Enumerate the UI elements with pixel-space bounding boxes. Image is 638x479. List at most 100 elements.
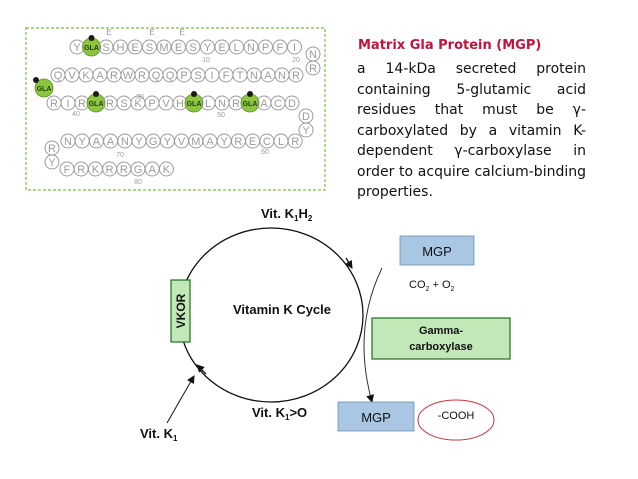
svg-text:GLA: GLA bbox=[84, 45, 99, 52]
svg-text:E: E bbox=[249, 136, 256, 148]
amino-acid-residue: R bbox=[102, 95, 118, 111]
svg-text:F: F bbox=[223, 70, 230, 82]
amino-acid-residue: S bbox=[185, 39, 201, 55]
amino-acid-residue: S bbox=[142, 39, 157, 55]
svg-text:A: A bbox=[149, 164, 157, 176]
turn-residue: Y bbox=[44, 154, 60, 170]
cycle-arrow-left bbox=[196, 364, 207, 375]
position-number: 20 bbox=[292, 57, 300, 64]
svg-text:K: K bbox=[163, 164, 171, 176]
gla-residue: GLA bbox=[82, 35, 101, 57]
svg-text:R: R bbox=[292, 70, 300, 82]
amino-acid-residue: A bbox=[144, 161, 160, 177]
svg-text:T: T bbox=[237, 70, 244, 82]
svg-text:L: L bbox=[278, 136, 284, 148]
svg-text:Y: Y bbox=[73, 42, 81, 54]
amino-acid-residue: T bbox=[232, 67, 248, 83]
amino-acid-residue: K bbox=[87, 161, 103, 177]
amino-acid-residue: R bbox=[73, 161, 89, 177]
svg-text:L: L bbox=[233, 42, 239, 54]
turn-residue: Y bbox=[298, 122, 314, 138]
svg-text:M: M bbox=[191, 136, 200, 148]
amino-acid-residue: I bbox=[60, 95, 76, 111]
cooh-label: -COOH bbox=[438, 410, 475, 422]
svg-text:R: R bbox=[50, 98, 58, 110]
amino-acid-residue: Q bbox=[50, 67, 66, 83]
svg-text:R: R bbox=[106, 164, 114, 176]
gamma-carboxylase-box: Gamma- carboxylase bbox=[371, 317, 511, 360]
svg-text:K: K bbox=[82, 70, 90, 82]
svg-text:N: N bbox=[218, 98, 226, 110]
amino-acid-residue: W bbox=[120, 67, 136, 83]
amino-acid-residue: Y bbox=[74, 133, 90, 149]
svg-text:R: R bbox=[232, 98, 240, 110]
svg-text:P: P bbox=[180, 70, 187, 82]
svg-text:GLA: GLA bbox=[187, 101, 202, 108]
amino-acid-residue: A bbox=[260, 67, 276, 83]
position-number: 60 bbox=[261, 149, 269, 156]
svg-text:S: S bbox=[102, 42, 109, 54]
position-number: 80 bbox=[134, 179, 142, 186]
amino-acid-residue: R bbox=[116, 161, 132, 177]
amino-acid-residue: R bbox=[287, 133, 303, 149]
svg-text:P: P bbox=[262, 42, 269, 54]
vkor-box: VKOR bbox=[170, 279, 191, 343]
amino-acid-residue: F bbox=[272, 39, 288, 55]
svg-text:Y: Y bbox=[204, 42, 212, 54]
amino-acid-residue: C bbox=[259, 133, 275, 149]
enzyme-label-line1: Gamma- bbox=[419, 325, 463, 337]
svg-text:Y: Y bbox=[135, 136, 143, 148]
amino-acid-residue: A bbox=[92, 67, 108, 83]
svg-text:R: R bbox=[48, 143, 56, 155]
mgp-bottom-box: MGP bbox=[337, 401, 415, 432]
amino-acid-residue: P bbox=[144, 95, 160, 111]
turn-residue: N bbox=[305, 46, 321, 62]
svg-text:A: A bbox=[96, 70, 104, 82]
turn-residue: R bbox=[44, 140, 60, 156]
svg-text:W: W bbox=[123, 70, 134, 82]
amino-acid-residue: R bbox=[102, 161, 118, 177]
cycle-arrow-right bbox=[344, 257, 353, 269]
svg-text:GLA: GLA bbox=[37, 86, 52, 93]
amino-acid-residue: G bbox=[130, 161, 146, 177]
amino-acid-residue: A bbox=[88, 133, 104, 149]
amino-acid-residue: N bbox=[60, 133, 76, 149]
amino-acid-residue: E bbox=[245, 133, 261, 149]
amino-acid-residue: I bbox=[287, 39, 302, 55]
amino-acid-residue: R bbox=[106, 67, 122, 83]
amino-acid-residue: S bbox=[190, 67, 206, 83]
amino-acid-residue: E bbox=[127, 39, 143, 55]
mgp-top-box: MGP bbox=[399, 235, 475, 266]
svg-text:H: H bbox=[176, 98, 184, 110]
amino-acid-residue: V bbox=[158, 95, 174, 111]
amino-acid-residue: Y bbox=[200, 39, 215, 55]
svg-text:S: S bbox=[146, 42, 153, 54]
amino-acid-residue: S bbox=[98, 39, 114, 55]
amino-acid-residue: P bbox=[258, 39, 273, 55]
amino-acid-residue: K bbox=[78, 67, 94, 83]
position-number: 40 bbox=[72, 111, 80, 118]
position-number: 70 bbox=[116, 152, 124, 159]
svg-text:R: R bbox=[77, 164, 85, 176]
svg-text:R: R bbox=[106, 98, 114, 110]
small-residue-mark: E bbox=[179, 28, 184, 37]
amino-acid-residue: I bbox=[204, 67, 220, 83]
svg-text:N: N bbox=[278, 70, 286, 82]
cycle-center-label: Vitamin K Cycle bbox=[233, 302, 331, 317]
svg-text:Y: Y bbox=[48, 157, 56, 169]
amino-acid-residue: S bbox=[116, 95, 132, 111]
amino-acid-residue: H bbox=[113, 39, 128, 55]
amino-acid-residue: F bbox=[218, 67, 234, 83]
svg-text:V: V bbox=[68, 70, 76, 82]
gla-residue: GLA bbox=[240, 91, 260, 113]
svg-text:I: I bbox=[293, 42, 296, 54]
svg-text:R: R bbox=[234, 136, 242, 148]
svg-text:F: F bbox=[64, 164, 71, 176]
vit-k1-epoxide-label: Vit. K1>O bbox=[252, 405, 307, 422]
svg-text:E: E bbox=[175, 42, 182, 54]
svg-text:GLA: GLA bbox=[243, 101, 258, 108]
amino-acid-residue: K bbox=[158, 161, 174, 177]
svg-text:P: P bbox=[148, 98, 155, 110]
